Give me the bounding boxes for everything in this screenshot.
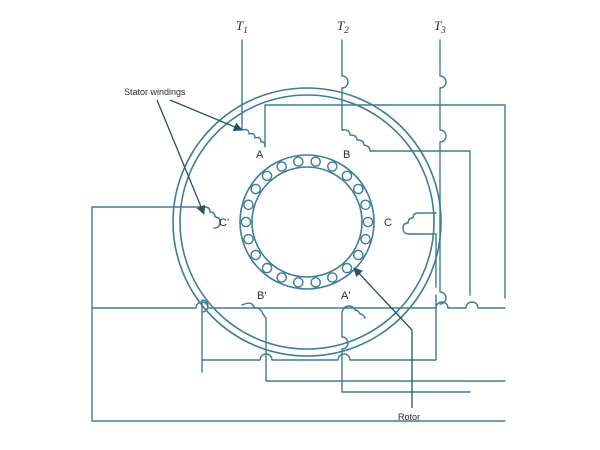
winding-label-b: B xyxy=(343,149,350,161)
rotor-slot xyxy=(293,156,304,167)
rotor-slot xyxy=(327,272,338,283)
rotor-slot xyxy=(362,216,374,228)
rotor-outer-ring xyxy=(239,154,375,290)
rotor-callout-arrow xyxy=(353,267,413,408)
winding-labels: A B C A' B' C' xyxy=(219,149,392,302)
rotor-slot xyxy=(310,277,321,288)
terminal-t3-label: T3 xyxy=(434,18,446,35)
rotor xyxy=(239,154,375,290)
winding-label-a-prime: A' xyxy=(341,290,350,302)
rotor-inner-ring xyxy=(251,166,363,278)
coil-c xyxy=(402,212,437,288)
winding-label-a: A xyxy=(256,149,264,161)
coil-c-prime xyxy=(91,206,221,229)
rotor-slot xyxy=(360,199,371,211)
winding-label-c: C xyxy=(384,217,392,229)
bus-a-prime xyxy=(341,311,471,393)
rotor-slot xyxy=(293,277,304,288)
stator-outer-ring xyxy=(172,87,442,357)
rotor-slots xyxy=(240,156,374,288)
rotor-callout: Rotor xyxy=(398,412,420,422)
rotor-slot xyxy=(276,161,287,172)
coil-b xyxy=(341,129,471,296)
rotor-slot xyxy=(327,161,338,172)
rotor-slot xyxy=(353,183,364,195)
terminal-t1-label: T1 xyxy=(236,18,248,35)
rotor-slot xyxy=(341,170,353,182)
terminal-leads xyxy=(241,39,447,305)
rotor-slot xyxy=(243,233,254,245)
terminal-t2-label: T2 xyxy=(337,18,349,35)
terminal-labels: T1 T2 T3 xyxy=(236,18,446,35)
lead-t2 xyxy=(341,39,349,131)
coil-a xyxy=(241,104,506,299)
stator-arrow-a xyxy=(169,99,243,132)
stator-inner-ring xyxy=(179,94,435,350)
winding-label-c-prime: C' xyxy=(219,217,229,229)
rotor-slot xyxy=(250,249,261,261)
rotor-slot xyxy=(341,262,353,274)
coil-a-prime xyxy=(341,305,366,319)
winding-coils xyxy=(91,104,506,353)
rotor-slot xyxy=(360,233,371,245)
winding-label-b-prime: B' xyxy=(257,290,266,302)
rotor-slot xyxy=(261,262,273,274)
rotor-slot xyxy=(353,249,364,261)
bus-c-prime xyxy=(91,206,506,422)
rotor-slot xyxy=(261,170,273,182)
rotor-slot xyxy=(243,199,254,211)
rotor-slot xyxy=(276,272,287,283)
bus-neutral xyxy=(91,301,506,309)
stator-callout-arrows xyxy=(156,99,243,215)
stator-windings-callout: Stator windings xyxy=(124,87,186,97)
rotor-slot xyxy=(250,183,261,195)
stator-arrow-c-prime xyxy=(156,99,206,215)
rotor-slot xyxy=(240,216,252,228)
connection-wiring xyxy=(91,206,506,422)
lead-t3 xyxy=(439,39,447,305)
bus-b-prime xyxy=(265,351,506,382)
rotor-slot xyxy=(310,156,321,167)
